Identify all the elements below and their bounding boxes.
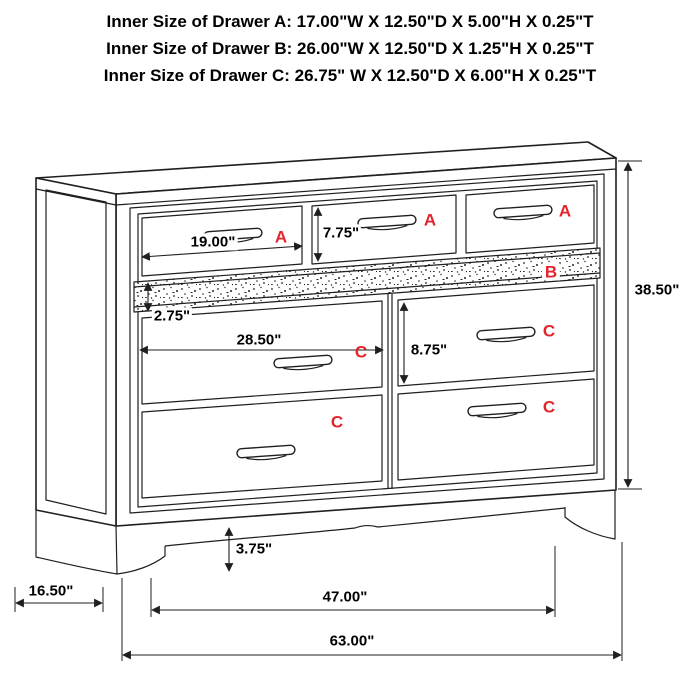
dim-tray-height: 2.75" <box>151 307 193 325</box>
spec-line-c: Inner Size of Drawer C: 26.75" W X 12.50… <box>103 66 597 85</box>
dim-foot-height: 3.75" <box>233 540 275 558</box>
dim-drawer-a-height: 7.75" <box>320 224 362 242</box>
drawer-handle <box>273 354 333 371</box>
label-drawer-a-top-middle: A <box>423 210 437 230</box>
dim-overall-height: 38.50" <box>632 281 682 299</box>
drawer-handle <box>467 402 527 419</box>
spec-line-b: Inner Size of Drawer B: 26.00"W X 12.50"… <box>106 39 594 58</box>
drawer-handle <box>476 326 536 343</box>
label-drawer-c-mid-right: C <box>542 321 556 341</box>
dim-drawer-c-height: 8.75" <box>408 341 450 359</box>
dim-depth: 16.50" <box>26 582 76 600</box>
label-drawer-a-top-right: A <box>558 201 572 221</box>
label-tray-b: B <box>541 263 561 281</box>
label-drawer-c-bottom-left: C <box>330 412 344 432</box>
drawer-handle <box>493 204 553 221</box>
base-and-feet <box>35 490 616 575</box>
drawer-handle <box>236 444 296 461</box>
spec-line-a: Inner Size of Drawer A: 17.00"W X 12.50"… <box>106 12 594 31</box>
tray-strip-b <box>133 247 601 313</box>
drawer-handle <box>357 214 417 231</box>
label-drawer-c-bottom-right: C <box>542 397 556 417</box>
dimension-lines <box>14 160 642 661</box>
dim-leg-span-width: 47.00" <box>320 588 370 606</box>
dim-drawer-a-width: 19.00" <box>188 233 238 251</box>
dim-drawer-c-width: 28.50" <box>234 331 284 349</box>
label-drawer-a-top-left: A <box>274 227 288 247</box>
label-drawer-c-mid-left: C <box>354 342 368 362</box>
dim-overall-width: 63.00" <box>327 632 377 650</box>
spec-header: Inner Size of Drawer A: 17.00"W X 12.50"… <box>0 8 700 89</box>
